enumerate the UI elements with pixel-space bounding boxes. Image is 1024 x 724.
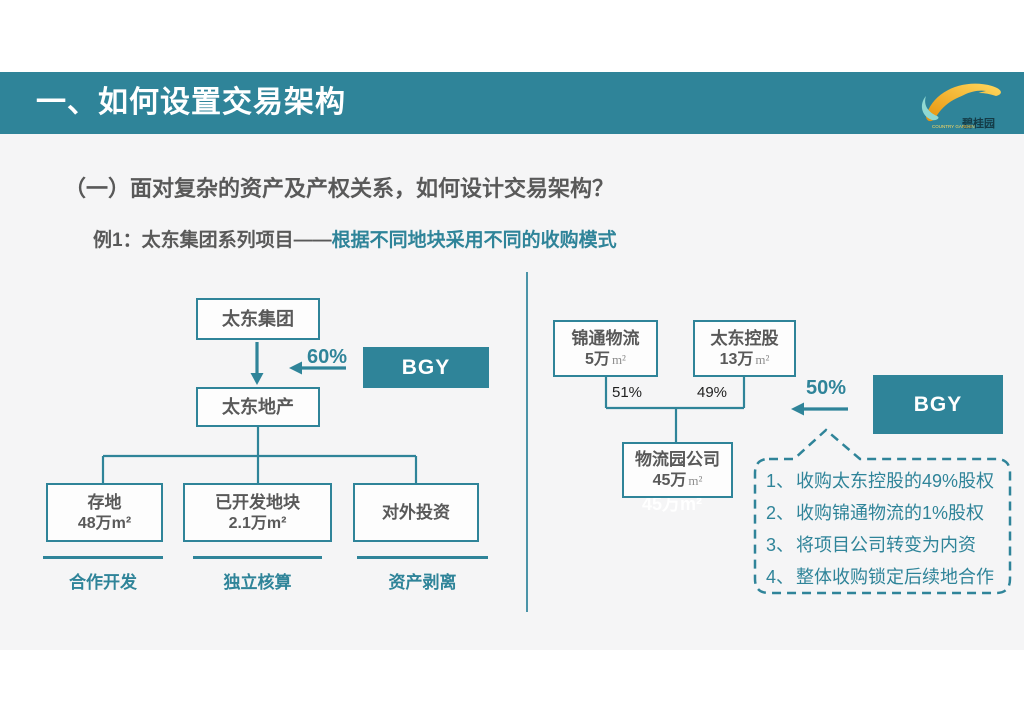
box-logistics-park-name: 物流园公司 xyxy=(635,450,720,469)
strategy-underline-1 xyxy=(43,556,163,559)
note-3-num: 3、 xyxy=(766,535,795,555)
box-cundi: 存地 48万m² xyxy=(46,483,163,542)
box-taidong-holding-area-unit: m² xyxy=(755,351,770,367)
note-4-text: 整体收购锁定后续地合作 xyxy=(796,567,994,587)
note-2-num: 2、 xyxy=(766,503,795,523)
strategy-underline-2 xyxy=(193,556,322,559)
box-developed-land-title: 已开发地块 xyxy=(215,492,300,512)
strategy-underline-3 xyxy=(357,556,488,559)
box-cundi-title: 存地 xyxy=(87,492,122,512)
box-developed-land-area: 2.1万m² xyxy=(228,514,287,532)
callout-notes: 1、 收购太东控股的49%股权 2、 收购锦通物流的1%股权 3、 将项目公司转… xyxy=(766,464,1004,592)
box-external-investment-title: 对外投资 xyxy=(382,502,450,522)
logo-brand-en-text: COUNTRY GARDEN xyxy=(932,124,975,129)
vertical-divider xyxy=(526,272,528,612)
box-developed-land: 已开发地块 2.1万m² xyxy=(183,483,332,542)
note-3-text: 将项目公司转变为内资 xyxy=(796,535,976,555)
box-external-investment: 对外投资 xyxy=(353,483,479,542)
example-prefix: 例1：太东集团系列项目—— xyxy=(93,230,332,251)
strategy-label-independent: 独立核算 xyxy=(223,573,292,592)
box-bgy-right: BGY xyxy=(873,375,1003,434)
note-2-text: 收购锦通物流的1%股权 xyxy=(796,503,985,523)
note-4-num: 4、 xyxy=(766,567,795,587)
box-jintong-name: 锦通物流 xyxy=(571,328,640,348)
stake-label-49: 49% xyxy=(697,384,728,401)
example-caption: 例1：太东集团系列项目——根据不同地块采用不同的收购模式 xyxy=(93,225,617,252)
box-jintong-area-num: 5万 xyxy=(585,350,610,368)
note-row-1: 1、 收购太东控股的49%股权 xyxy=(766,464,1004,496)
box-bgy-left: BGY xyxy=(363,347,489,388)
box-logistics-park-area-unit: m² xyxy=(688,473,703,488)
box-taidong-holding-area-num: 13万 xyxy=(719,350,754,368)
stake-label-51: 51% xyxy=(612,384,643,401)
page-title: 一、如何设置交易架构 xyxy=(36,86,346,119)
strategy-label-cooperation: 合作开发 xyxy=(69,573,137,592)
countrygarden-logo-icon: 碧桂园 COUNTRY GARDEN xyxy=(921,83,1001,130)
logo-brand-text: 碧桂园 xyxy=(961,116,995,130)
box-taidong-group: 太东集团 xyxy=(196,298,320,340)
note-row-3: 3、 将项目公司转变为内资 xyxy=(766,528,1004,560)
example-highlight: 根据不同地块采用不同的收购模式 xyxy=(331,230,617,251)
note-1-num: 1、 xyxy=(766,471,795,491)
note-row-4: 4、 整体收购锁定后续地合作 xyxy=(766,560,1004,592)
stake-label-60: 60% xyxy=(306,346,348,368)
box-taidong-group-label: 太东集团 xyxy=(222,309,294,329)
strategy-label-divestiture: 资产剥离 xyxy=(388,573,457,592)
box-jintong-area-unit: m² xyxy=(611,351,626,367)
box-logistics-park-area-num: 45万 xyxy=(652,472,687,489)
box-taidong-property: 太东地产 xyxy=(196,387,320,427)
note-row-2: 2、 收购锦通物流的1%股权 xyxy=(766,496,1004,528)
section-subtitle: （一）面对复杂的资产及产权关系，如何设计交易架构？ xyxy=(64,176,615,201)
ghost-watermark-line2: 45万m² xyxy=(641,494,703,514)
header-bar: 一、如何设置交易架构 碧桂园 COUNTRY GARDEN xyxy=(0,72,1024,134)
box-taidong-holding-name: 太东控股 xyxy=(710,328,779,348)
note-1-text: 收购太东控股的49%股权 xyxy=(796,471,995,491)
box-cundi-area: 48万m² xyxy=(77,514,132,532)
stake-label-50: 50% xyxy=(805,377,847,399)
box-taidong-property-label: 太东地产 xyxy=(222,397,294,417)
